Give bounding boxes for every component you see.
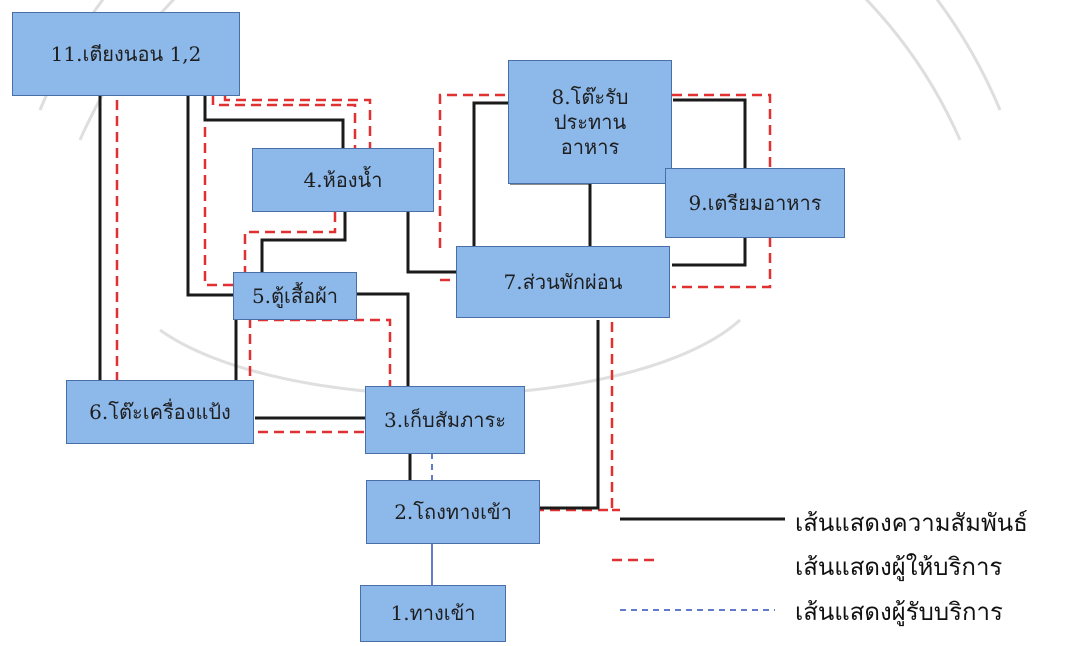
- node-storage: 3.เก็บสัมภาระ: [365, 386, 525, 454]
- node-bathroom: 4.ห้องน้ำ: [252, 148, 434, 212]
- node-entrance: 1.ทางเข้า: [360, 585, 506, 642]
- node-foyer: 2.โถงทางเข้า: [366, 480, 540, 544]
- node-wardrobe: 5.ตู้เสื้อผ้า: [233, 272, 357, 320]
- node-lounge: 7.ส่วนพักผ่อน: [456, 246, 670, 318]
- node-dining-table: 8.โต๊ะรับประทานอาหาร: [508, 60, 672, 184]
- legend-provider-label: เส้นแสดงผู้ให้บริการ: [795, 553, 1003, 581]
- node-kitchen-prep: 9.เตรียมอาหาร: [665, 168, 845, 238]
- receiver-lines: [431, 453, 775, 611]
- legend-receiver-label: เส้นแสดงผู้รับบริการ: [795, 598, 1003, 626]
- node-dressing-table: 6.โต๊ะเครื่องแป้ง: [66, 380, 254, 444]
- legend-relation-label: เส้นแสดงความสัมพันธ์: [795, 509, 1028, 537]
- node-bedroom: 11.เตียงนอน 1,2: [12, 12, 240, 96]
- provider-lines: [115, 93, 772, 562]
- relation-lines: [98, 96, 785, 521]
